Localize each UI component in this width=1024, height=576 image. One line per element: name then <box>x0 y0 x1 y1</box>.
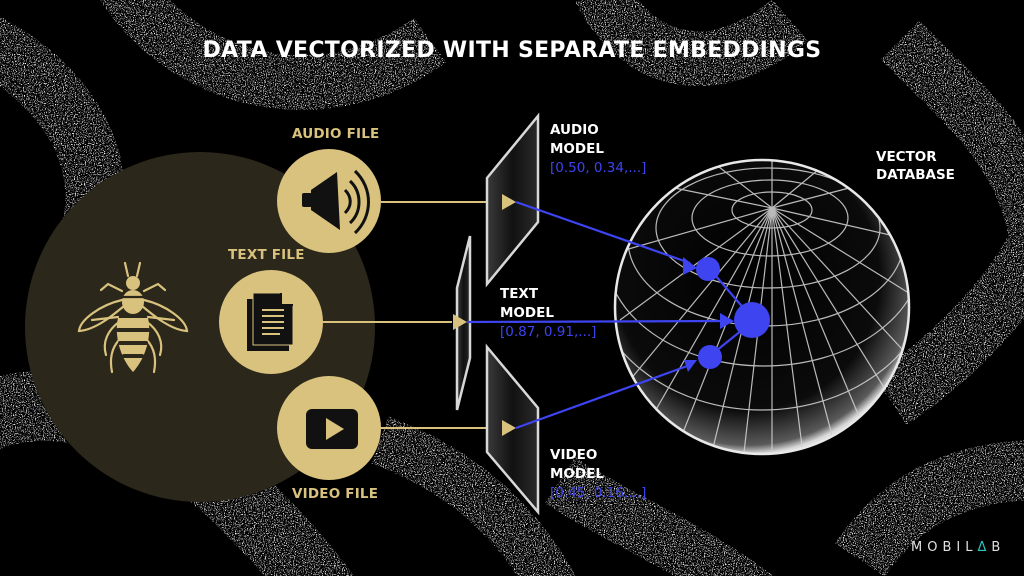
video-model-line1: VIDEO <box>550 447 598 463</box>
text-model-label: TEXT MODEL [0.87, 0.91,...] <box>500 285 596 342</box>
text-model-vector: [0.87, 0.91,...] <box>500 324 597 340</box>
text-model-line1: TEXT <box>500 286 539 302</box>
video-model-line2: MODEL <box>550 466 604 482</box>
speaker-icon <box>302 169 370 235</box>
logo-prefix: MOBIL <box>911 540 978 555</box>
audio-model-line1: AUDIO <box>550 122 599 138</box>
page-title: DATA VECTORIZED WITH SEPARATE EMBEDDINGS <box>202 38 822 63</box>
gold-arrowheads <box>453 194 516 436</box>
vector-database-line2: DATABASE <box>876 167 955 183</box>
play-video-icon <box>306 409 358 449</box>
text-file-label: TEXT FILE <box>228 247 305 263</box>
video-file-label: VIDEO FILE <box>292 486 379 502</box>
logo-suffix: B <box>991 540 1006 555</box>
audio-model-line2: MODEL <box>550 141 604 157</box>
video-model-label: VIDEO MODEL [0.45, 0.16,...] <box>550 446 646 503</box>
embedding-points <box>683 257 770 372</box>
audio-model-label: AUDIO MODEL [0.50, 0.34,...] <box>550 121 646 178</box>
mobilab-logo: MOBILΔB <box>911 540 1005 555</box>
file-to-model-connectors <box>323 201 500 429</box>
audio-model-vector: [0.50, 0.34,...] <box>550 160 647 176</box>
logo-accent-triangle: Δ <box>977 540 992 555</box>
bee-icon <box>77 261 189 374</box>
audio-file-label: AUDIO FILE <box>292 126 380 142</box>
document-icon <box>247 292 294 351</box>
vector-database-line1: VECTOR <box>876 149 937 165</box>
vector-database-label: VECTOR DATABASE <box>876 148 955 184</box>
text-model-line2: MODEL <box>500 305 554 321</box>
video-model-vector: [0.45, 0.16,...] <box>550 485 647 501</box>
